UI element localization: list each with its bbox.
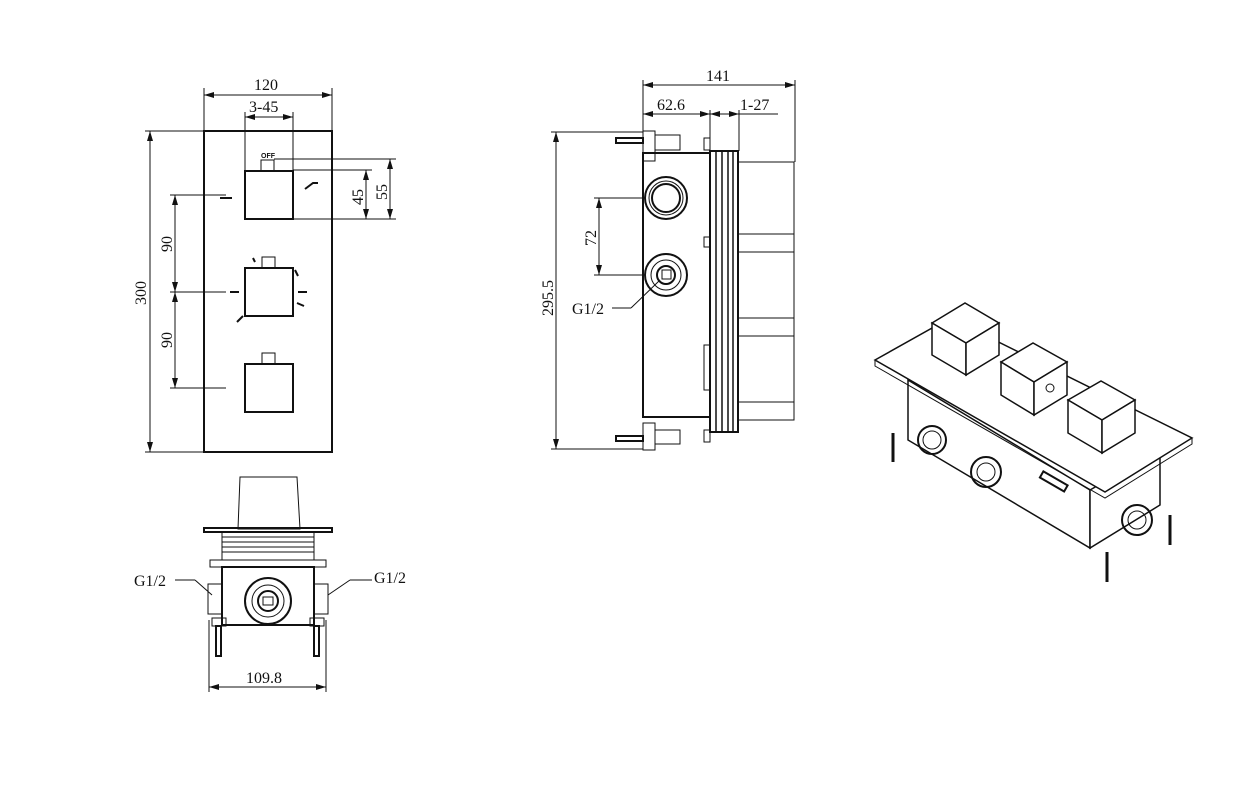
flow-handle <box>244 363 294 413</box>
side-port-label: G1/2 <box>572 301 604 318</box>
side-view: 141 62.6 1-27 295.5 72 G1/2 <box>540 68 796 451</box>
dim-spacing-lower: 90 <box>159 332 176 348</box>
dim-handle-height: 45 <box>350 189 367 205</box>
inlet-port <box>644 253 688 297</box>
iso-knob-3 <box>1066 380 1137 455</box>
dim-bottom-width: 109.8 <box>246 670 282 687</box>
handle-profile <box>237 476 301 530</box>
bottom-view: G1/2 G1/2 109.8 <box>134 476 406 692</box>
off-label: OFF <box>261 153 276 160</box>
dim-width: 120 <box>254 77 278 94</box>
temperature-scale <box>230 257 307 323</box>
dim-spacing-upper: 90 <box>159 236 176 252</box>
bottom-right-port-label: G1/2 <box>374 570 406 587</box>
dim-adjust: 1-27 <box>740 97 769 114</box>
valve-body <box>221 566 315 626</box>
extension-sleeve <box>737 161 795 421</box>
isometric-view <box>873 302 1194 582</box>
diverter-handle <box>244 170 294 220</box>
shower-icon <box>304 182 318 190</box>
dim-height: 300 <box>133 281 150 305</box>
dim-stem-height: 55 <box>374 184 391 200</box>
iso-knob-1 <box>930 302 1001 377</box>
dim-depth: 141 <box>706 68 730 85</box>
dim-plate-offset: 62.6 <box>657 97 685 114</box>
dim-port-spacing: 72 <box>583 230 600 246</box>
front-view: OFF 120 3-45 300 90 90 <box>133 77 396 453</box>
plaster-guard <box>709 150 739 433</box>
bottom-left-port-label: G1/2 <box>134 573 166 590</box>
thermostat-handle <box>244 267 294 317</box>
dim-side-height: 295.5 <box>540 280 557 316</box>
outlet-port <box>644 176 688 220</box>
iso-knob-2 <box>999 342 1069 417</box>
dim-handle: 3-45 <box>249 99 278 116</box>
